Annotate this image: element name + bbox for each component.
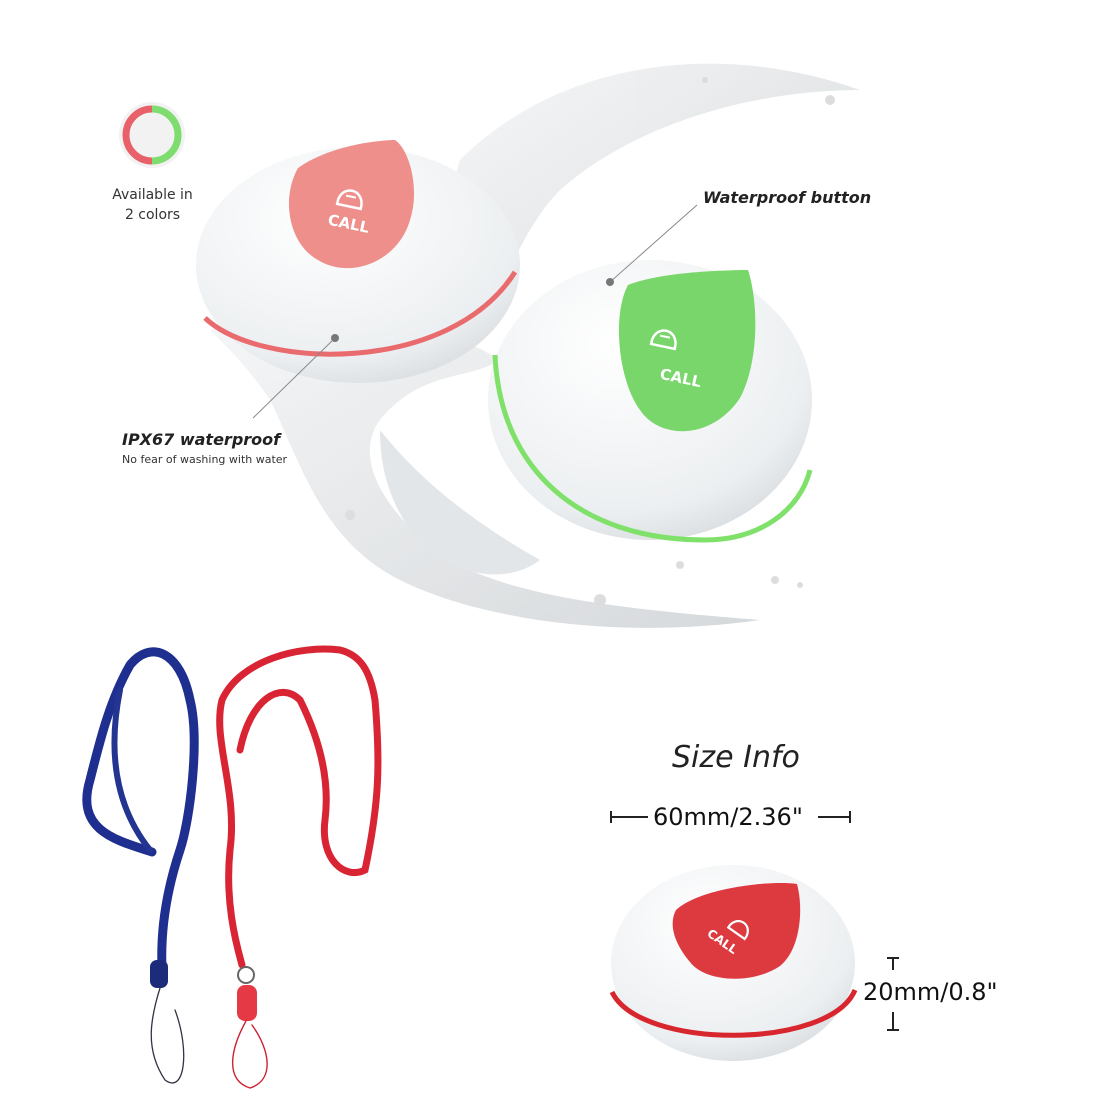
ipx67-callout: IPX67 waterproof No fear of washing with… <box>122 430 287 466</box>
red-call-button <box>196 140 520 383</box>
two-colors-ring-icon <box>119 102 185 168</box>
blue-lanyard <box>82 647 199 1084</box>
water-splash <box>210 63 860 628</box>
height-dimension: 20mm/0.8" <box>863 978 998 1006</box>
blue-clasp <box>150 960 168 988</box>
size-info-title: Size Info <box>672 740 800 775</box>
colors-label-line1: Available in <box>112 187 193 203</box>
red-lanyard <box>216 645 382 1089</box>
width-dimension: 60mm/2.36" <box>653 803 803 831</box>
waterproof-button-callout: Waterproof button <box>703 188 872 207</box>
call-icon-red <box>335 189 363 211</box>
ipx67-title: IPX67 waterproof <box>122 430 281 449</box>
size-info-button <box>609 865 858 1061</box>
call-icon-green <box>649 329 677 351</box>
green-call-button <box>488 260 813 543</box>
red-clasp <box>237 985 257 1021</box>
colors-label: Available in 2 colors <box>100 185 205 225</box>
ipx67-subtitle: No fear of washing with water <box>122 453 288 466</box>
call-icon-size <box>726 920 749 941</box>
dimension-markers <box>610 811 899 1031</box>
callout-lines <box>252 204 698 419</box>
colors-label-line2: 2 colors <box>124 207 181 223</box>
